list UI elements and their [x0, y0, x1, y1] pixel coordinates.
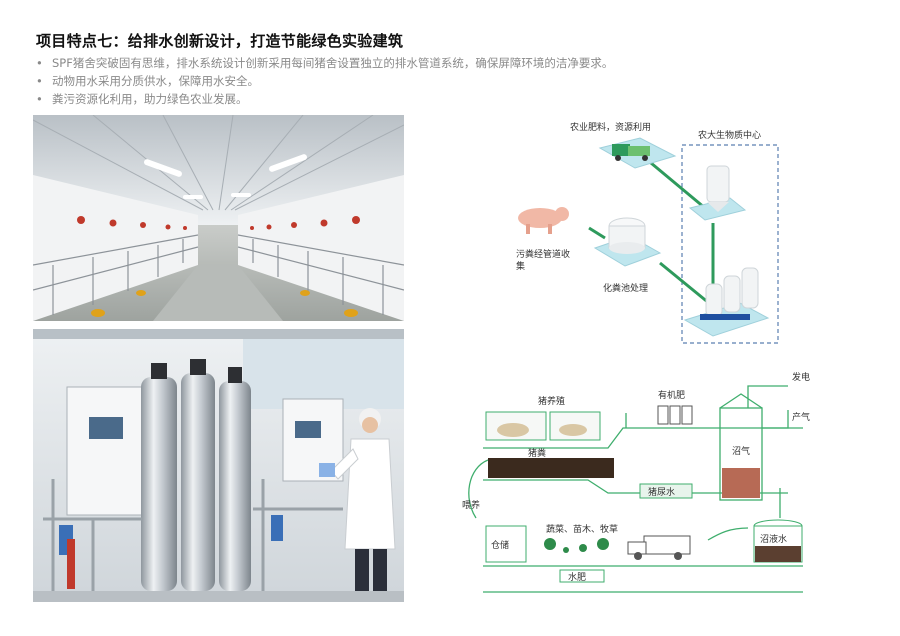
- manure-label: 猪粪: [528, 447, 546, 459]
- sewage-label-cont: 集: [516, 260, 525, 272]
- manure-pit: [488, 458, 614, 478]
- urine-label: 猪尿水: [648, 486, 675, 498]
- bullet-list: • SPF猪舍突破固有思维，排水系统设计创新采用每间猪舍设置独立的排水管道系统，确…: [36, 54, 856, 108]
- fertilizer-label: 农业肥料，资源利用: [570, 121, 651, 133]
- water-treatment-photo: [33, 329, 404, 602]
- bullet-item: • 动物用水采用分质供水，保障用水安全。: [36, 72, 856, 90]
- water-fertilizer-box: [559, 569, 605, 583]
- pig-icon: [518, 207, 569, 234]
- bullet-text: SPF猪舍突破固有思维，排水系统设计创新采用每间猪舍设置独立的排水管道系统，确保…: [52, 56, 614, 70]
- pig-pen-icon: [485, 411, 601, 441]
- fertilizer-bags-icon: [657, 405, 693, 425]
- silo-icon: [688, 165, 747, 221]
- organic-fertilizer-label: 有机肥: [658, 389, 685, 401]
- bullet-item: • SPF猪舍突破固有思维，排水系统设计创新采用每间猪舍设置独立的排水管道系统，确…: [36, 54, 856, 72]
- cycle-lines: [468, 385, 803, 593]
- biogas-digester: [722, 468, 760, 498]
- biomass-center-label: 农大生物质中心: [698, 129, 761, 141]
- resource-cycle-diagram: 猪养殖 有机肥 发电 产气 猪粪 沼气 猪尿水 喂养 仓储 蔬菜、苗木、牧草 沼…: [458, 368, 810, 598]
- bullet-text: 动物用水采用分质供水，保障用水安全。: [52, 74, 259, 88]
- bullet-item: • 粪污资源化利用，助力绿色农业发展。: [36, 90, 856, 108]
- feed-label: 喂养: [462, 499, 480, 511]
- crops-icon: [544, 538, 609, 553]
- tank-label: 化粪池处理: [603, 282, 648, 294]
- slurry-tank: [753, 519, 803, 563]
- water-treatment-illustration: [33, 329, 404, 602]
- sewage-label: 污粪经管道收: [516, 248, 570, 260]
- water-fertilizer-label: 水肥: [568, 571, 586, 583]
- bullet-dot-icon: •: [36, 74, 43, 88]
- urine-tank: [639, 483, 693, 499]
- bullet-dot-icon: •: [36, 56, 43, 70]
- page-title: 项目特点七：给排水创新设计，打造节能绿色实验建筑: [36, 32, 404, 50]
- crops-label: 蔬菜、苗木、牧草: [546, 523, 618, 535]
- power-label: 发电: [792, 371, 810, 383]
- gas-production-label: 产气: [792, 411, 810, 423]
- processing-platform: [683, 267, 770, 337]
- septic-tank-icon: [593, 217, 662, 267]
- slurry-label: 沼液水: [760, 533, 787, 545]
- bullet-dot-icon: •: [36, 92, 43, 106]
- storage-label: 仓储: [491, 539, 509, 551]
- fertilizer-platform: [598, 137, 677, 169]
- bullet-text: 粪污资源化利用，助力绿色农业发展。: [52, 92, 248, 106]
- truck-icon: [627, 535, 691, 560]
- pig-barn-illustration: [33, 115, 404, 321]
- pig-barn-photo: [33, 115, 404, 321]
- biomass-flow-diagram: 农业肥料，资源利用 农大生物质中心 污粪经管道收 集 化粪池处理: [500, 108, 800, 353]
- pigfarm-label: 猪养殖: [538, 395, 565, 407]
- biogas-label: 沼气: [732, 445, 750, 457]
- storage-building: [485, 525, 527, 563]
